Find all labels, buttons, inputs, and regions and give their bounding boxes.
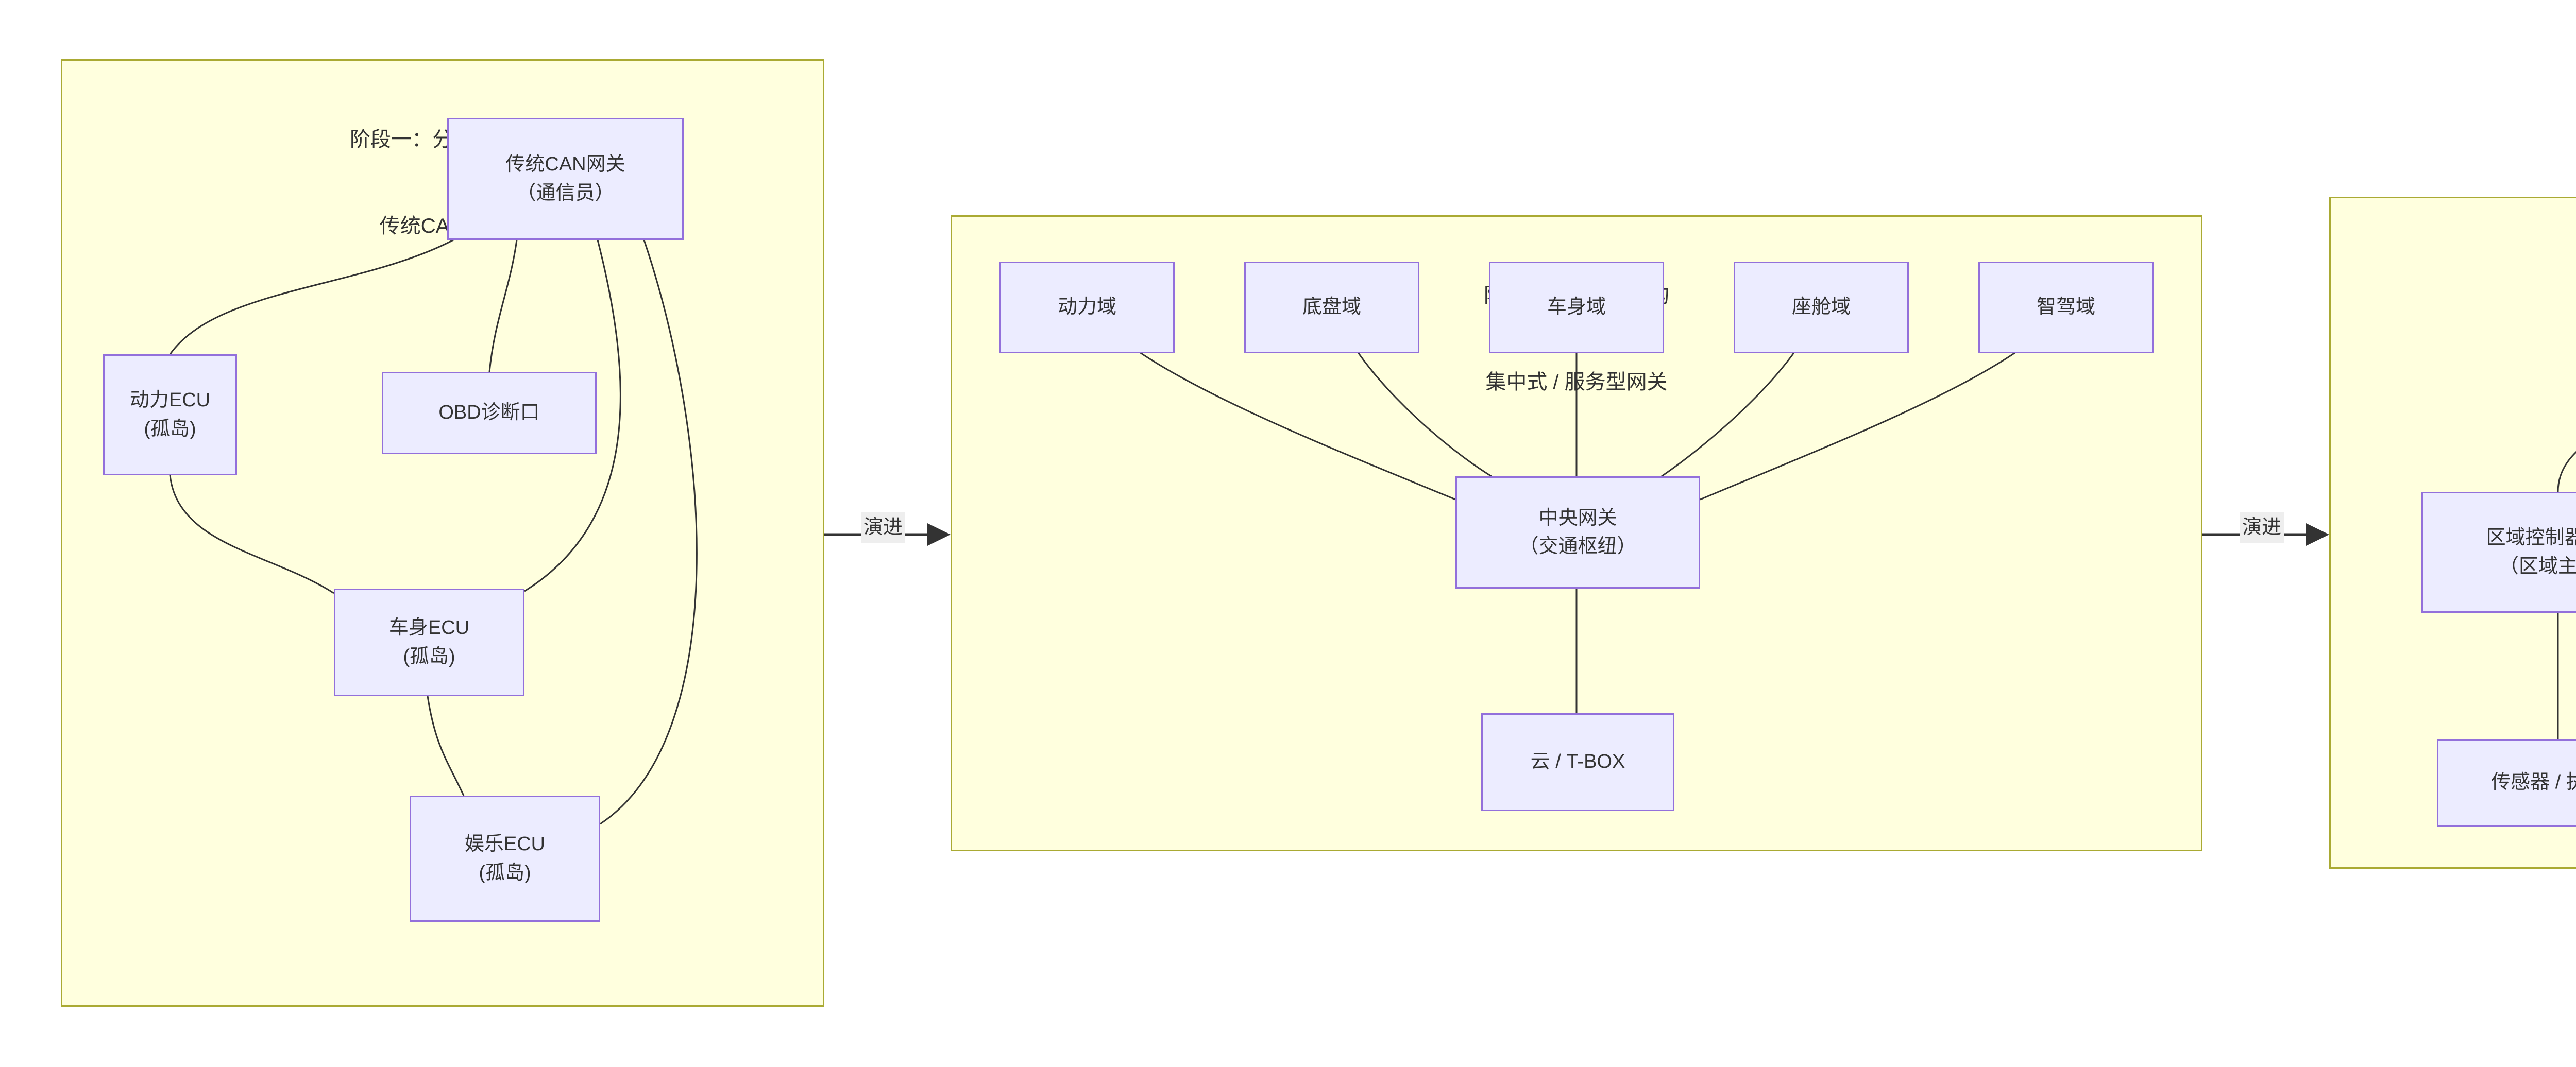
- node-can-gateway-line2: （通信员）: [516, 182, 615, 204]
- stage-arrow-1-head: [927, 523, 951, 546]
- cluster-stage3-subtitle: 分布式 / 区域网关: [2331, 351, 2576, 376]
- node-domain-body-label: 车身域: [1547, 296, 1606, 318]
- cluster-stage1-subtitle: 传统CAN网关: [379, 215, 506, 237]
- node-power-ecu[interactable]: 动力ECU (孤岛): [103, 354, 237, 475]
- node-zcu-1[interactable]: 区域控制器 ZCU （区域主管）: [2421, 492, 2576, 613]
- node-domain-chassis-label: 底盘域: [1302, 296, 1361, 318]
- node-zcu-1-line2: （区域主管）: [2499, 555, 2576, 577]
- node-body-ecu-line2: (孤岛): [403, 645, 455, 667]
- node-domain-power[interactable]: 动力域: [999, 262, 1175, 353]
- node-domain-cabin[interactable]: 座舱域: [1734, 262, 1909, 353]
- node-sensor-actuator-1[interactable]: 传感器 / 执行器: [2437, 739, 2576, 827]
- node-domain-power-label: 动力域: [1057, 296, 1116, 318]
- node-power-ecu-line2: (孤岛): [144, 418, 196, 440]
- node-infotainment-ecu-line2: (孤岛): [479, 862, 531, 884]
- node-can-gateway-line1: 传统CAN网关: [505, 153, 625, 176]
- stage-arrow-1-label: 演进: [861, 512, 906, 543]
- node-can-gateway[interactable]: 传统CAN网关 （通信员）: [447, 118, 684, 240]
- node-body-ecu-line1: 车身ECU: [388, 617, 470, 639]
- node-infotainment-ecu[interactable]: 娱乐ECU (孤岛): [410, 796, 600, 922]
- node-obd-port-line1: OBD诊断口: [438, 402, 540, 424]
- node-domain-body[interactable]: 车身域: [1489, 262, 1664, 353]
- node-central-gateway[interactable]: 中央网关 （交通枢纽）: [1455, 476, 1700, 589]
- cluster-stage1-title-line1: 阶段一：分布式架构: [350, 128, 535, 151]
- node-cloud-tbox-label: 云 / T-BOX: [1530, 751, 1625, 773]
- cluster-stage1-title: 阶段一：分布式架构 传统CAN网关: [62, 75, 823, 290]
- stage-arrow-2-head: [2306, 523, 2329, 546]
- cluster-stage3-title-line1: 阶段三：Zonal架构: [2331, 264, 2576, 290]
- stage-arrow-2-label: 演进: [2240, 512, 2284, 543]
- node-domain-adas[interactable]: 智驾域: [1978, 262, 2154, 353]
- node-zcu-1-line1: 区域控制器 ZCU: [2486, 527, 2576, 549]
- node-sensor-actuator-1-label: 传感器 / 执行器: [2491, 771, 2576, 794]
- node-power-ecu-line1: 动力ECU: [129, 389, 211, 411]
- node-infotainment-ecu-line1: 娱乐ECU: [464, 833, 546, 855]
- node-domain-chassis[interactable]: 底盘域: [1244, 262, 1419, 353]
- node-body-ecu[interactable]: 车身ECU (孤岛): [334, 589, 524, 696]
- cluster-stage3-title: 阶段三：Zonal架构 分布式 / 区域网关: [2331, 213, 2576, 428]
- node-central-gateway-line2: （交通枢纽）: [1519, 536, 1637, 557]
- node-obd-port[interactable]: OBD诊断口: [382, 372, 597, 454]
- node-central-gateway-line1: 中央网关: [1538, 507, 1617, 529]
- node-domain-cabin-label: 座舱域: [1791, 296, 1851, 318]
- node-cloud-tbox[interactable]: 云 / T-BOX: [1481, 713, 1674, 811]
- node-domain-adas-label: 智驾域: [2036, 296, 2095, 318]
- cluster-stage2-subtitle: 集中式 / 服务型网关: [1485, 371, 1668, 393]
